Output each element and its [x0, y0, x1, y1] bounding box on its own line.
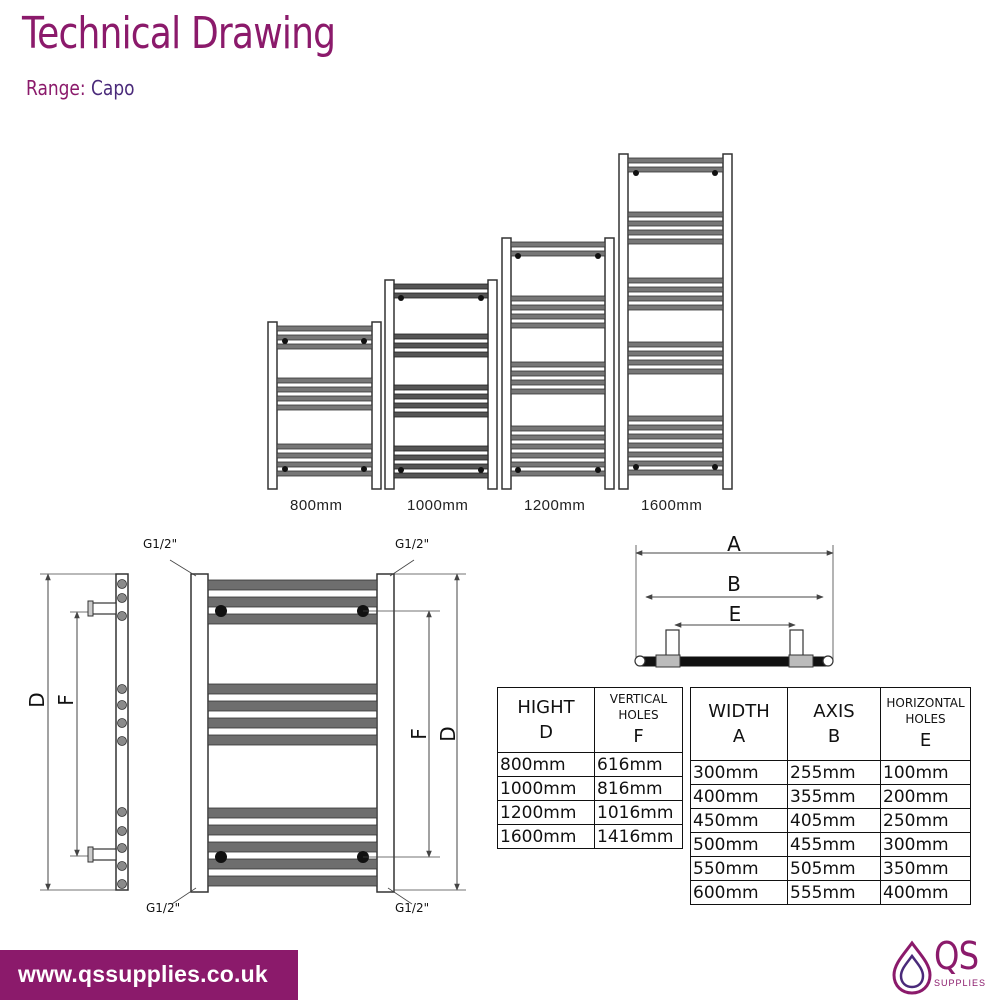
- top-dim-e: E: [729, 602, 742, 626]
- side-dim-d: D: [25, 692, 49, 707]
- header-vertical-holes: VERTICAL HOLES F: [594, 687, 683, 753]
- radiator-1200: [501, 237, 615, 490]
- qs-logo: QS SUPPLIES: [890, 934, 996, 998]
- table-header-row: WIDTH A AXIS B HORIZONTAL HOLES E: [690, 687, 971, 761]
- size-label-800: 800mm: [290, 497, 343, 514]
- website-link[interactable]: www.qssupplies.co.uk: [18, 961, 268, 987]
- front-view: [169, 559, 466, 905]
- top-dim-a: A: [727, 532, 741, 556]
- logo-text: QS: [934, 934, 979, 978]
- header-horizontal-holes: HORIZONTAL HOLES E: [880, 687, 971, 761]
- size-label-1200: 1200mm: [524, 497, 586, 514]
- size-label-1600: 1600mm: [641, 497, 703, 514]
- connector-label-bottom-left: G1/2": [146, 901, 180, 915]
- side-view: [40, 573, 129, 891]
- table-header-row: HIGHT D VERTICAL HOLES F: [497, 687, 683, 753]
- connector-label-bottom-right: G1/2": [395, 901, 429, 915]
- top-dim-b: B: [727, 572, 741, 596]
- header-axis: AXIS B: [787, 687, 881, 761]
- radiator-800: [267, 321, 382, 490]
- header-width: WIDTH A: [690, 687, 788, 761]
- footer-banner: www.qssupplies.co.uk: [0, 950, 298, 1000]
- range-line: Range: Capo: [26, 76, 135, 100]
- page-title: Technical Drawing: [22, 8, 336, 59]
- logo-subtext: SUPPLIES: [934, 978, 987, 988]
- header-height: HIGHT D: [497, 687, 595, 753]
- side-dim-f: F: [54, 694, 78, 706]
- range-value: Capo: [91, 76, 135, 100]
- front-dim-f: F: [407, 728, 431, 740]
- radiator-1000: [384, 279, 498, 490]
- top-view: [634, 545, 834, 668]
- radiator-1600: [618, 153, 733, 490]
- droplet-icon: [892, 940, 932, 995]
- front-dim-d: D: [436, 726, 460, 741]
- connector-label-top-left: G1/2": [143, 537, 177, 551]
- connector-label-top-right: G1/2": [395, 537, 429, 551]
- size-label-1000: 1000mm: [407, 497, 469, 514]
- range-label: Range:: [26, 76, 86, 100]
